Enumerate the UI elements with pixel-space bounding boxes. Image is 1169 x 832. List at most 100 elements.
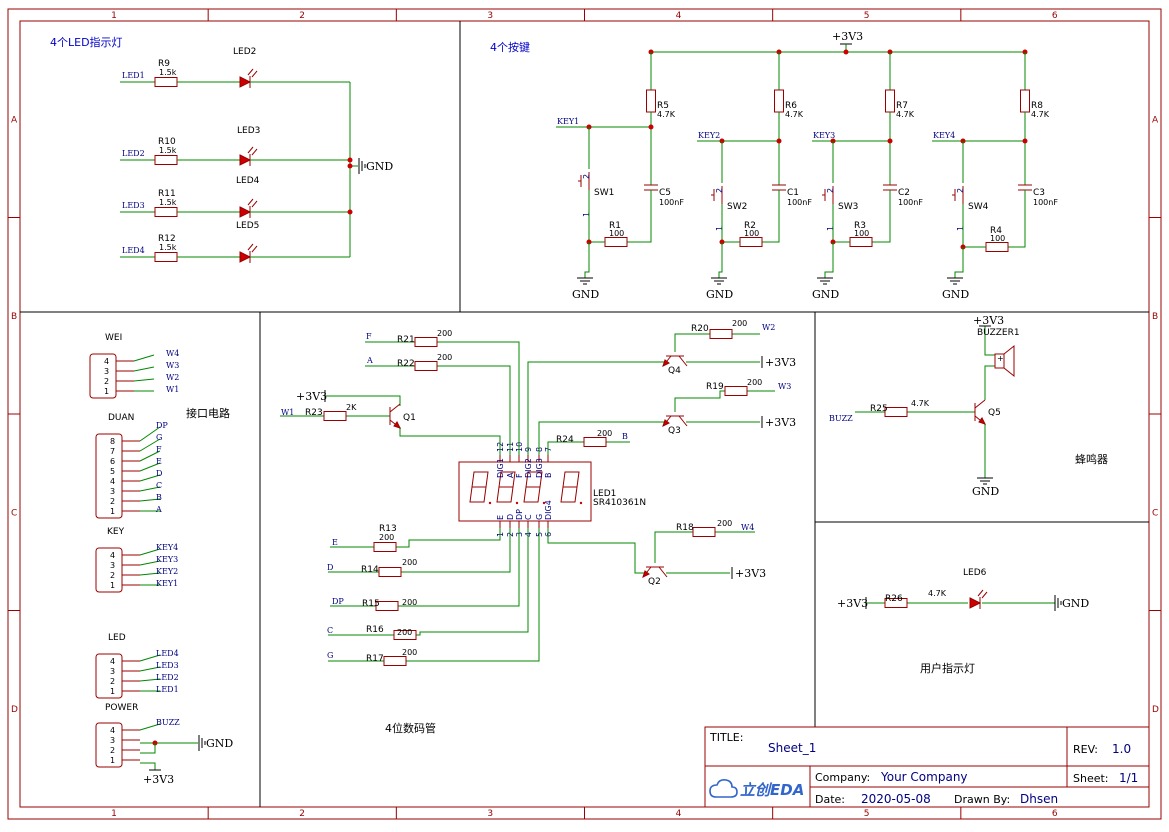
wire-connector-net	[139, 572, 161, 576]
sw-pin-bot: 1	[582, 212, 591, 217]
connector-name-KEY: KEY	[107, 527, 125, 537]
ref-R15: R15	[362, 599, 380, 609]
ref-R3: R3	[854, 221, 866, 231]
led-LED4	[239, 206, 252, 218]
ref-R6: R6	[785, 101, 797, 111]
col-mark-bottom: 4	[676, 809, 682, 819]
col-mark-top: 5	[864, 11, 870, 21]
val-R19: 200	[747, 378, 762, 387]
vcc-label: +3V3	[143, 773, 174, 786]
wire-connector-net	[139, 474, 161, 482]
net-label-LED1: LED1	[122, 71, 145, 80]
ref-LED4: LED4	[236, 176, 260, 186]
junction-dot	[648, 124, 654, 130]
ref-C3: C3	[1033, 188, 1045, 198]
switch-SW3	[822, 186, 834, 204]
wire-connector-net	[133, 354, 155, 362]
wire-cap-res	[1008, 190, 1026, 248]
net-label-LED1: LED1	[156, 685, 179, 694]
wire-dig3-q3	[538, 421, 665, 455]
col-mark-bottom: 3	[487, 809, 493, 819]
val-R9: 1.5k	[159, 68, 177, 77]
connector-pin-number: 1	[110, 581, 115, 590]
wire-cap-res	[627, 190, 652, 243]
gnd-symbol	[711, 277, 727, 285]
display-pin-name: D	[506, 514, 515, 520]
vcc-label: +3V3	[735, 567, 766, 580]
wire-power-join	[140, 743, 156, 754]
wire-cap-res	[762, 190, 780, 243]
net-label-W4: W4	[166, 349, 179, 358]
wire-e-seg	[396, 528, 501, 548]
resistor-R26	[884, 598, 908, 608]
gnd-label: GND	[812, 288, 839, 301]
switch-SW1	[578, 172, 590, 190]
wire-connector-net	[139, 723, 161, 731]
ref-R14: R14	[361, 565, 379, 575]
connector-name-LED: LED	[108, 633, 126, 643]
connector-pin-number: 4	[110, 477, 115, 486]
buzzer-horn	[1003, 344, 1015, 378]
led-LED2	[239, 76, 252, 88]
display-pin-name: C	[524, 514, 533, 520]
net-label-W1: W1	[166, 385, 179, 394]
junction-dot	[843, 49, 849, 55]
resistor-R2	[739, 237, 763, 247]
wire-connector-net	[139, 666, 161, 672]
net-label-LED2: LED2	[156, 673, 179, 682]
capacitor-C2	[883, 184, 897, 191]
led-LED2-rays	[247, 68, 258, 78]
wire-connector-net	[139, 426, 161, 442]
row-mark-right: C	[1152, 508, 1158, 518]
display-pin-name: A	[506, 472, 515, 478]
resistor-R8	[1020, 89, 1030, 113]
val-C1: 100nF	[787, 198, 812, 207]
display-pin-name: G	[535, 514, 544, 520]
led-LED6	[969, 597, 982, 609]
wire-dig2-q4	[527, 361, 665, 455]
gnd-symbol	[947, 277, 963, 285]
wire-connector-net	[133, 366, 155, 372]
title-block: TITLE: Sheet_1 REV: 1.0 Company: Your Co…	[704, 726, 1150, 808]
connector-pin-number: 3	[110, 487, 115, 496]
wire-connector-net	[139, 462, 161, 472]
capacitor-C3	[1018, 184, 1032, 191]
net-label-D: D	[156, 469, 162, 478]
ref-R4: R4	[990, 226, 1002, 236]
ref-R8: R8	[1031, 101, 1043, 111]
val-R11: 1.5k	[159, 198, 177, 207]
connector-pin-number: 4	[110, 726, 115, 735]
wire-connector-net	[139, 548, 161, 556]
wire-connector-net	[139, 498, 161, 502]
ref-R2: R2	[744, 221, 756, 231]
date-label: Date:	[815, 793, 845, 806]
row-mark-right: B	[1152, 312, 1158, 322]
vcc-label: +3V3	[973, 314, 1004, 327]
wire-g-seg	[406, 528, 540, 662]
connector-pin-number: 2	[110, 677, 115, 686]
wire-q2-base	[654, 531, 693, 563]
sw-pin-top: 2	[826, 188, 835, 193]
resistor-R21	[414, 337, 438, 347]
wire-connector-net	[139, 560, 161, 566]
sw-pin-top: 2	[582, 174, 591, 179]
net-label-BUZZ: BUZZ	[156, 718, 180, 727]
digit-dp	[488, 501, 492, 505]
val-R14: 200	[402, 558, 417, 567]
connector-pin-number: 4	[110, 551, 115, 560]
connector-KEY	[95, 547, 123, 593]
val-C2: 100nF	[898, 198, 923, 207]
row-mark-left: C	[11, 508, 17, 518]
wire-c-seg	[416, 528, 529, 636]
col-mark-top: 1	[111, 11, 117, 21]
net-label-W3: W3	[166, 361, 179, 370]
gnd-label: GND	[706, 288, 733, 301]
ref-LED5: LED5	[236, 221, 259, 231]
val-R3: 100	[854, 229, 869, 238]
connector-pin-number: 4	[104, 357, 109, 366]
resistor-R12	[154, 252, 178, 262]
connector-pin-number: 3	[110, 736, 115, 745]
